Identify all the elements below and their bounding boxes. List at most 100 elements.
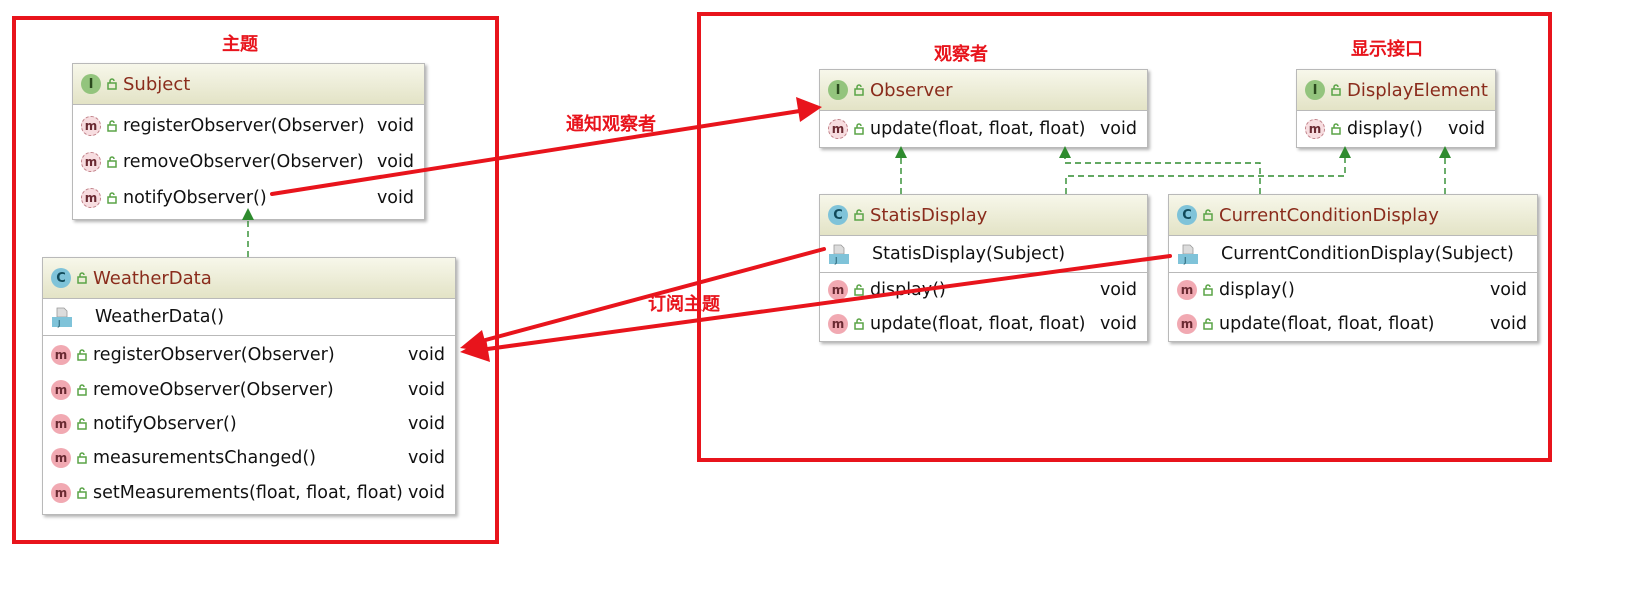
methods-section: m update(float, float, float) void (820, 111, 1147, 147)
abstract-method-icon: m (828, 119, 848, 139)
method-type: void (1099, 314, 1137, 334)
subject-area-label: 主题 (222, 34, 258, 55)
constructors-section: J CurrentConditionDisplay(Subject) (1169, 236, 1537, 273)
public-lock-icon (1203, 318, 1213, 330)
method-type: void (1489, 314, 1527, 334)
method-name: notifyObserver() (123, 188, 267, 208)
method-icon: m (51, 448, 71, 469)
subscribe-arrow-current (478, 254, 1172, 352)
method-type: void (407, 379, 445, 400)
weatherdata-class[interactable]: C WeatherData J WeatherData() m registerO… (42, 257, 456, 515)
public-lock-icon (854, 209, 864, 221)
interface-icon: I (1305, 80, 1325, 100)
display-area-label: 显示接口 (1351, 39, 1423, 60)
class-name: WeatherData (93, 267, 212, 289)
method-icon: m (1177, 314, 1197, 334)
method-row[interactable]: m update(float, float, float) void (820, 111, 1147, 147)
method-name: removeObserver(Observer) (93, 379, 334, 400)
method-name: display() (1347, 119, 1423, 139)
realization-arrowhead (1339, 146, 1351, 158)
constructor-name: StatisDisplay(Subject) (872, 244, 1066, 264)
methods-section: m registerObserver(Observer) void m removeO… (43, 336, 455, 514)
public-lock-icon (1203, 284, 1213, 296)
method-type: void (1447, 119, 1485, 139)
class-header: I Observer (820, 70, 1147, 111)
subscribe-arrow-statis (476, 247, 826, 344)
notify-arrow (270, 108, 808, 196)
method-icon: m (51, 413, 71, 434)
method-icon: m (828, 314, 848, 334)
public-lock-icon (854, 84, 864, 96)
method-icon: m (51, 345, 71, 366)
constructors-section: J StatisDisplay(Subject) (820, 236, 1147, 273)
methods-section: m display() void m update(float, float, flo… (1169, 273, 1537, 341)
method-name: update(float, float, float) (1219, 314, 1435, 334)
observer-interface[interactable]: I Observer m update(float, float, float) v… (819, 69, 1148, 148)
currentconditiondisplay-class[interactable]: C CurrentConditionDisplay J CurrentCondi… (1168, 194, 1538, 342)
abstract-method-icon: m (81, 152, 101, 172)
subscribe-arrow-label: 订阅主题 (648, 294, 720, 315)
svg-text:J: J (834, 256, 837, 265)
public-lock-icon (107, 78, 117, 90)
constructor-row[interactable]: J StatisDisplay(Subject) (820, 236, 1147, 272)
method-name: update(float, float, float) (870, 119, 1086, 139)
method-icon: m (51, 482, 71, 503)
constructor-name: WeatherData() (95, 307, 225, 327)
constructors-section: J WeatherData() (43, 299, 455, 336)
class-name: DisplayElement (1347, 79, 1488, 101)
subscribe-arrowhead (460, 338, 490, 362)
method-type: void (376, 116, 414, 136)
class-header: C WeatherData (43, 258, 455, 299)
class-header: I DisplayElement (1297, 70, 1495, 111)
realization-arrowhead (1439, 146, 1451, 158)
method-type: void (407, 482, 445, 503)
method-type: void (1099, 119, 1137, 139)
constructor-icon: J (52, 307, 72, 328)
statisdisplay-class[interactable]: C StatisDisplay J StatisDisplay(Subject)… (819, 194, 1148, 342)
constructor-name: CurrentConditionDisplay(Subject) (1221, 244, 1514, 264)
public-lock-icon (854, 284, 864, 296)
svg-text:J: J (1183, 256, 1186, 265)
method-name: notifyObserver() (93, 413, 237, 434)
class-name: StatisDisplay (870, 204, 988, 226)
realization-statis-display (1065, 152, 1346, 194)
method-row[interactable]: m update(float, float, float) void (1169, 307, 1537, 341)
class-name: CurrentConditionDisplay (1219, 204, 1439, 226)
method-name: display() (1219, 280, 1295, 300)
public-lock-icon (77, 418, 87, 430)
class-icon: C (51, 268, 71, 288)
method-name: registerObserver(Observer) (93, 345, 335, 366)
method-type: void (1489, 280, 1527, 300)
method-type: void (407, 345, 445, 366)
realization-arrowhead (895, 146, 907, 158)
notify-arrowhead (796, 97, 822, 122)
constructor-row[interactable]: J CurrentConditionDisplay(Subject) (1169, 236, 1537, 272)
interface-icon: I (828, 80, 848, 100)
public-lock-icon (1203, 209, 1213, 221)
realization-arrowhead (1059, 146, 1071, 158)
method-row[interactable]: m registerObserver(Observer) void (43, 338, 455, 372)
constructor-row[interactable]: J WeatherData() (43, 299, 455, 335)
public-lock-icon (77, 349, 87, 361)
method-name: registerObserver(Observer) (123, 116, 365, 136)
method-type: void (376, 188, 414, 208)
subject-group-frame (12, 16, 499, 544)
public-lock-icon (107, 192, 117, 204)
notify-arrow-label: 通知观察者 (566, 114, 656, 135)
public-lock-icon (107, 156, 117, 168)
